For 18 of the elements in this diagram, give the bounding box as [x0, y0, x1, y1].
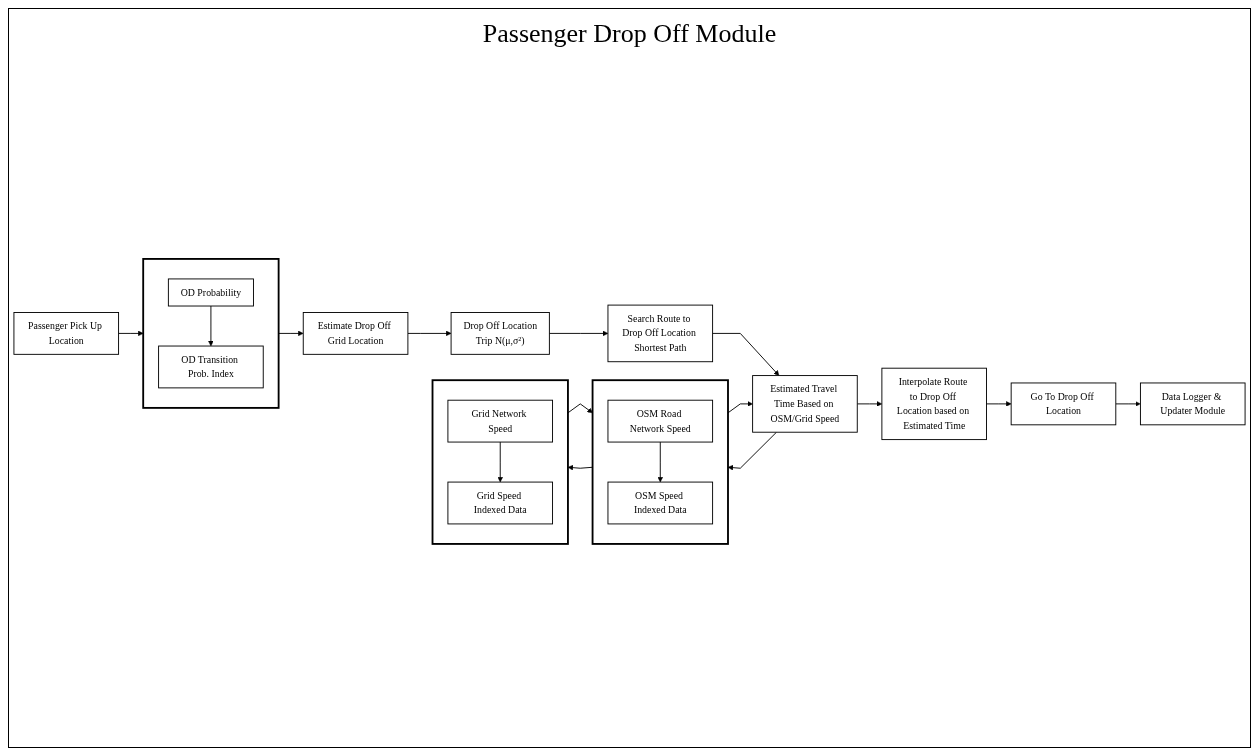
node-box: Passenger Pick Up Location [13, 311, 120, 355]
node-box: Search Route to Drop Off Location Shortest Path [607, 304, 714, 362]
node-box: Estimate Drop Off Grid Location [302, 311, 409, 355]
diagram-title: Passenger Drop Off Module [482, 19, 777, 49]
cluster [591, 378, 729, 545]
cluster [142, 257, 280, 409]
node-box: OSM Road Network Speed [607, 399, 714, 443]
node-box: Drop Off Location Trip N(μ,σ²) [450, 311, 550, 355]
node-box: Data Logger & Updater Module [1139, 382, 1246, 425]
node-box: Grid Network Speed [447, 399, 553, 443]
node-box: Interpolate Route to Drop Off Location based on Estimated Time [881, 367, 987, 440]
node-box: Estimated Travel Time Based on OSM/Grid Speed [752, 374, 858, 433]
node-box: Go To Drop Off Location [1010, 382, 1117, 425]
node-box: OD Probability [167, 278, 254, 307]
cluster [431, 378, 569, 545]
node-box: Grid Speed Indexed Data [447, 481, 553, 524]
node-box: OD Transition Prob. Index [158, 345, 264, 388]
node-box: OSM Speed Indexed Data [607, 481, 714, 524]
